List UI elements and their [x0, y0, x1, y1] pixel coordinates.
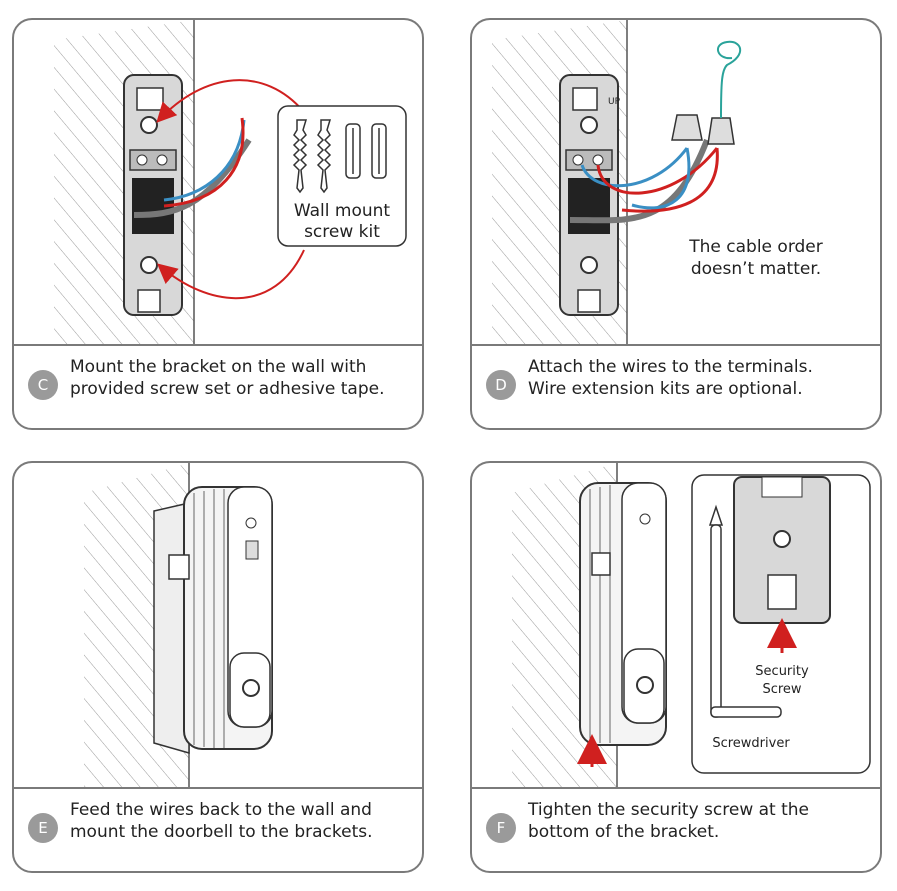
- callout-line-1: Wall mount: [294, 201, 390, 221]
- wires: [569, 138, 719, 224]
- step-f-illustration: Security Screw Screwdriver: [512, 463, 871, 787]
- step-badge: C: [28, 370, 58, 400]
- wires: [133, 117, 252, 218]
- step-c-panel: Wall mount screw kit C Mount the bracket…: [12, 18, 424, 430]
- detail-inset: Security Screw Screwdriver: [691, 474, 871, 774]
- mount-bracket: [123, 74, 183, 316]
- wire-nuts: [671, 114, 735, 145]
- caption-text: Mount the bracket on the wall with provi…: [70, 356, 412, 400]
- caption-line-1: Feed the wires back to the wall and: [70, 800, 372, 820]
- caption-line-2: bottom of the bracket.: [528, 822, 720, 842]
- panel-divider: [472, 787, 880, 789]
- step-e-caption: E Feed the wires back to the wall and mo…: [14, 789, 422, 871]
- caption-text: Feed the wires back to the wall and moun…: [70, 799, 412, 843]
- panel-divider: [14, 787, 422, 789]
- step-f-caption: F Tighten the security screw at the bott…: [472, 789, 880, 871]
- doorbell-device: [579, 482, 667, 746]
- extension-wire: [717, 40, 742, 119]
- caption-line-2: Wire extension kits are optional.: [528, 379, 803, 399]
- step-f-panel: Security Screw Screwdriver F Tighten the…: [470, 461, 882, 873]
- step-d-illustration: UP The cable order doesn’t matter.: [492, 20, 823, 344]
- step-badge: E: [28, 813, 58, 843]
- security-screw-label-1: Security: [755, 664, 809, 679]
- step-badge: D: [486, 370, 516, 400]
- caption-line-1: Tighten the security screw at the: [528, 800, 810, 820]
- cable-note-line-2: doesn’t matter.: [691, 259, 821, 279]
- screwdriver-icon: [708, 504, 782, 718]
- screwdriver-label: Screwdriver: [712, 736, 790, 751]
- panel-divider: [14, 344, 422, 346]
- mount-bracket: UP: [559, 74, 621, 316]
- bracket-up-mark: UP: [608, 97, 621, 107]
- arrow-bottom-screw: [156, 249, 305, 300]
- cable-note-line-1: The cable order: [688, 237, 823, 257]
- caption-line-1: Attach the wires to the terminals.: [528, 357, 813, 377]
- caption-line-1: Mount the bracket on the wall with: [70, 357, 367, 377]
- screw-kit-callout: Wall mount screw kit: [277, 105, 407, 247]
- caption-line-2: mount the doorbell to the brackets.: [70, 822, 373, 842]
- panel-divider: [472, 344, 880, 346]
- callout-line-2: screw kit: [304, 222, 380, 242]
- step-d-caption: D Attach the wires to the terminals. Wir…: [472, 346, 880, 428]
- caption-line-2: provided screw set or adhesive tape.: [70, 379, 385, 399]
- step-badge: F: [486, 813, 516, 843]
- step-c-illustration: Wall mount screw kit: [54, 20, 407, 344]
- step-d-panel: UP The cable order doesn’t matter. D Att: [470, 18, 882, 430]
- caption-text: Attach the wires to the terminals. Wire …: [528, 356, 870, 400]
- doorbell-device: [153, 486, 273, 754]
- caption-text: Tighten the security screw at the bottom…: [528, 799, 870, 843]
- arrow-top-screw: [156, 79, 305, 123]
- step-e-illustration: [84, 463, 273, 787]
- step-c-caption: C Mount the bracket on the wall with pro…: [14, 346, 422, 428]
- step-e-panel: E Feed the wires back to the wall and mo…: [12, 461, 424, 873]
- security-screw-label-2: Screw: [762, 682, 801, 697]
